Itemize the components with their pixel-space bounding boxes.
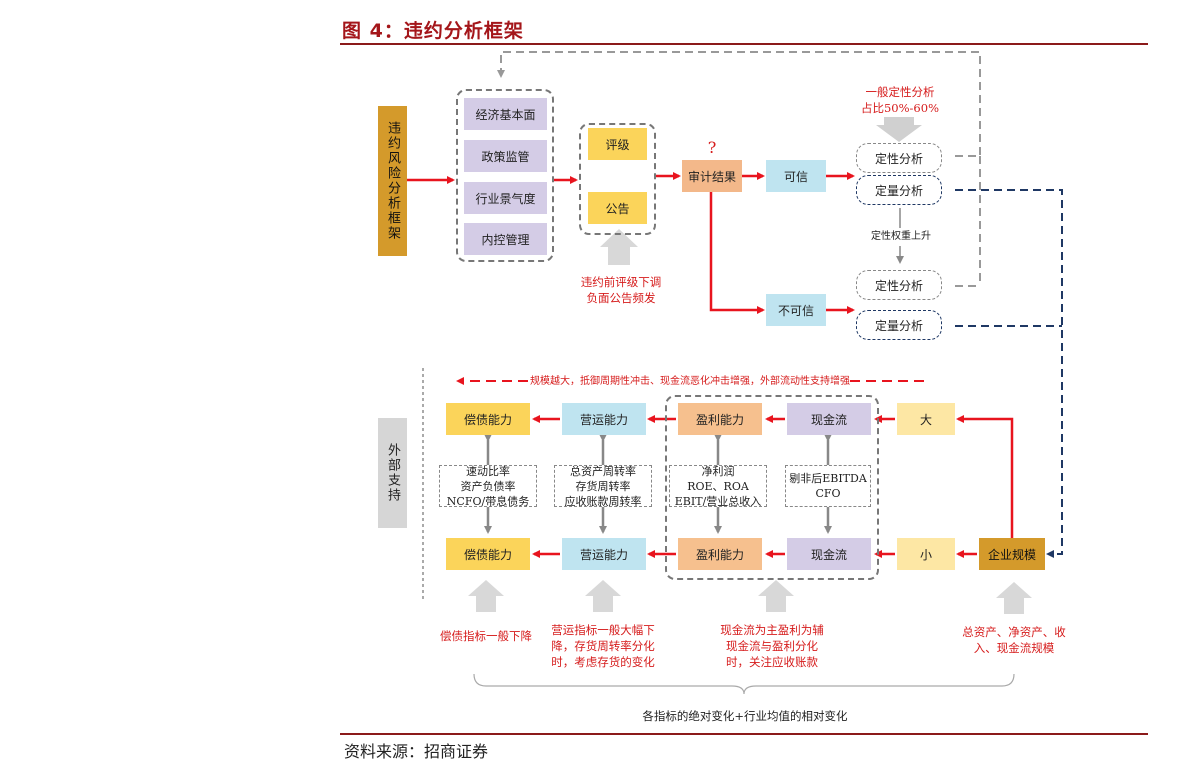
pre-default-note: 违约前评级下调 负面公告频发 bbox=[566, 274, 676, 306]
metric-ncfo: NCFO/带息债务 bbox=[446, 494, 530, 508]
audit-box: 审计结果 bbox=[682, 160, 742, 192]
metric-asset-turnover: 总资产周转率 bbox=[570, 464, 636, 478]
feedback-loop-top bbox=[497, 51, 981, 157]
arrow-audit-to-notcredible bbox=[709, 192, 765, 314]
top-side-label: 违约风险分析框架 bbox=[378, 106, 407, 256]
small-box: 小 bbox=[897, 538, 955, 570]
metric-ebitda: 剔非后EBITDA bbox=[789, 472, 867, 485]
pre-default-note-line1: 违约前评级下调 bbox=[580, 275, 662, 289]
note-size-line1: 总资产、净资产、收 bbox=[962, 625, 1066, 639]
weight-note: 定性权重上升 bbox=[862, 229, 940, 245]
metric-inventory-turnover: 存货周转率 bbox=[575, 479, 631, 493]
general-note-line2: 占比50%-60% bbox=[860, 101, 939, 115]
cashflow-box-top: 现金流 bbox=[787, 403, 871, 435]
quantitative-box-bottom: 定量分析 bbox=[856, 310, 942, 340]
qualitative-box-top: 定性分析 bbox=[856, 143, 942, 173]
up-grey-arrow-size bbox=[996, 582, 1032, 614]
company-size-box: 企业规模 bbox=[979, 538, 1045, 570]
quantitative-box-top: 定量分析 bbox=[856, 175, 942, 205]
rating-group bbox=[579, 123, 656, 235]
metric-quick-ratio: 速动比率 bbox=[466, 464, 510, 478]
up-grey-arrow-profit bbox=[758, 580, 794, 612]
solvency-box-top: 偿债能力 bbox=[446, 403, 530, 435]
operating-metrics: 总资产周转率 存货周转率 应收账款周转率 bbox=[554, 464, 652, 508]
profit-box-top: 盈利能力 bbox=[678, 403, 762, 435]
bottom-rule bbox=[340, 733, 1148, 735]
profit-metrics: 净利润 ROE、ROA EBIT/营业总收入 bbox=[669, 464, 767, 508]
pre-default-note-line2: 负面公告频发 bbox=[586, 291, 656, 305]
down-grey-arrow bbox=[876, 117, 922, 142]
source-text: 资料来源：招商证券 bbox=[344, 742, 489, 761]
factor-internal-control: 内控管理 bbox=[464, 223, 547, 255]
question-mark: ? bbox=[707, 138, 717, 157]
big-box: 大 bbox=[897, 403, 955, 435]
scale-note: 规模越大，抵御周期性冲击、现金流恶化冲击增强，外部流动性支持增强 bbox=[530, 374, 850, 390]
operating-box-top: 营运能力 bbox=[562, 403, 646, 435]
metric-net-profit: 净利润 bbox=[701, 464, 735, 478]
note-size-line2: 入、现金流规模 bbox=[973, 641, 1055, 655]
metric-cfo: CFO bbox=[815, 487, 841, 500]
factor-industry: 行业景气度 bbox=[464, 182, 547, 214]
up-grey-arrow-operating bbox=[585, 580, 621, 612]
note-profit: 现金流为主盈利为辅 现金流与盈利分化 时，关注应收账款 bbox=[712, 622, 832, 670]
announcement-box: 公告 bbox=[588, 192, 647, 224]
note-profit-line2: 现金流与盈利分化 bbox=[726, 639, 818, 653]
factor-economy: 经济基本面 bbox=[464, 98, 547, 130]
solvency-box-bottom: 偿债能力 bbox=[446, 538, 530, 570]
operating-box-bottom: 营运能力 bbox=[562, 538, 646, 570]
note-operating-line1: 营运指标一般大幅下 bbox=[551, 623, 655, 637]
bracket-note: 各指标的绝对变化+行业均值的相对变化 bbox=[642, 709, 848, 723]
figure-title: 图 4：违约分析框架 bbox=[342, 20, 524, 42]
metric-roe-roa: ROE、ROA bbox=[687, 479, 749, 493]
note-solvency: 偿债指标一般下降 bbox=[440, 629, 532, 643]
bottom-side-label: 外部支持 bbox=[378, 418, 407, 528]
note-operating: 营运指标一般大幅下 降，存货周转率分化 时，考虑存货的变化 bbox=[544, 622, 662, 670]
cashflow-box-bottom: 现金流 bbox=[787, 538, 871, 570]
note-operating-line2: 降，存货周转率分化 bbox=[551, 639, 655, 653]
not-credible-box: 不可信 bbox=[766, 294, 826, 326]
metric-receivables-turnover: 应收账款周转率 bbox=[564, 494, 642, 508]
top-rule bbox=[340, 43, 1148, 45]
cash-metrics: 剔非后EBITDA CFO bbox=[785, 465, 871, 507]
up-grey-arrow-pre bbox=[600, 229, 638, 265]
rating-box: 评级 bbox=[588, 128, 647, 160]
profit-cash-group bbox=[665, 395, 879, 580]
note-operating-line3: 时，考虑存货的变化 bbox=[551, 655, 655, 669]
profit-box-bottom: 盈利能力 bbox=[678, 538, 762, 570]
credible-box: 可信 bbox=[766, 160, 826, 192]
factor-policy: 政策监管 bbox=[464, 140, 547, 172]
note-size: 总资产、净资产、收 入、现金流规模 bbox=[954, 624, 1074, 656]
metric-ebit: EBIT/营业总收入 bbox=[674, 494, 762, 508]
qualitative-box-bottom: 定性分析 bbox=[856, 270, 942, 300]
note-profit-line1: 现金流为主盈利为辅 bbox=[720, 623, 824, 637]
general-note-line1: 一般定性分析 bbox=[865, 85, 935, 99]
up-grey-arrow-solvency bbox=[468, 580, 504, 612]
metric-debt-ratio: 资产负债率 bbox=[460, 479, 516, 493]
solvency-metrics: 速动比率 资产负债率 NCFO/带息债务 bbox=[439, 464, 537, 508]
quant-to-size-path bbox=[955, 189, 1063, 558]
general-note: 一般定性分析 占比50%-60% bbox=[852, 84, 948, 116]
bracket bbox=[473, 673, 1015, 695]
factors-group bbox=[456, 89, 554, 262]
note-profit-line3: 时，关注应收账款 bbox=[726, 655, 818, 669]
